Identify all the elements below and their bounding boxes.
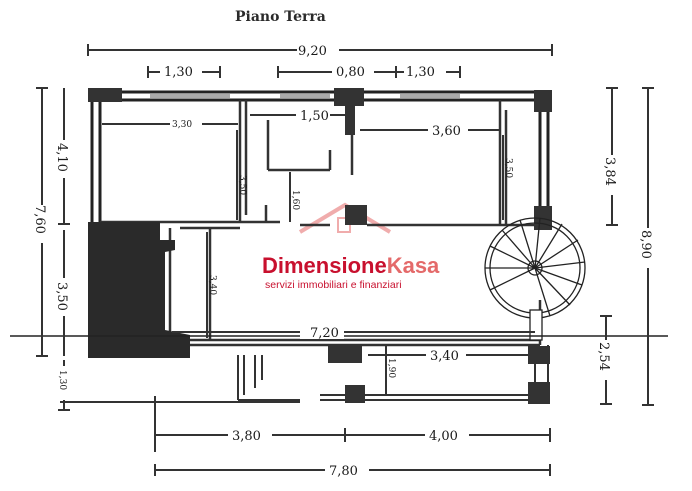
plan-title: Piano Terra xyxy=(235,9,326,25)
dim-top-mid: 0,80 xyxy=(336,65,365,80)
dim-room-left-height: 3,50 xyxy=(237,175,247,195)
dim-bottom-left: 3,80 xyxy=(232,429,261,444)
interior-walls xyxy=(100,100,542,347)
windows-top xyxy=(150,94,460,98)
dim-corridor-height: 1,60 xyxy=(290,190,300,210)
dim-top-total: 9,20 xyxy=(298,44,327,59)
brand-name-part2: Kasa xyxy=(387,253,440,278)
dim-left-low: 1,30 xyxy=(57,370,67,390)
dim-left-upper: 4,10 xyxy=(54,143,69,172)
brand-name-part1: Dimensione xyxy=(262,253,387,278)
dim-left-mid: 3,50 xyxy=(54,282,69,311)
dim-porch-height: 1,90 xyxy=(386,358,396,378)
dim-room-left-width: 3,30 xyxy=(172,120,192,130)
dim-right-upper: 3,84 xyxy=(602,157,617,186)
dim-right-low: 2,54 xyxy=(596,342,611,371)
dim-left-total: 7,60 xyxy=(32,205,47,234)
dim-corridor-width: 1,50 xyxy=(300,109,329,124)
dim-top-left: 1,30 xyxy=(164,65,193,80)
dim-bottom-right: 4,00 xyxy=(429,429,458,444)
dim-room-right-height: 3,50 xyxy=(503,158,513,178)
spiral-staircase-icon xyxy=(484,217,586,341)
dim-lower-height: 3,40 xyxy=(207,275,217,295)
brand-tagline: servizi immobiliari e finanziari xyxy=(265,279,402,291)
dim-lower-width: 7,20 xyxy=(310,326,339,341)
pillars xyxy=(88,88,552,230)
porch-pillars xyxy=(328,345,550,404)
dim-top-right: 1,30 xyxy=(406,65,435,80)
dim-porch-width: 3,40 xyxy=(430,349,459,364)
dim-bottom-total: 7,80 xyxy=(329,464,358,479)
dim-right-total: 8,90 xyxy=(638,230,653,259)
dimension-labels: 9,20 1,30 0,80 1,30 3,30 1,50 3,60 7,20 … xyxy=(32,42,658,479)
dim-room-right-width: 3,60 xyxy=(432,124,461,139)
solid-wall-block xyxy=(88,222,190,358)
brand-name: DimensioneKasa xyxy=(262,253,440,278)
